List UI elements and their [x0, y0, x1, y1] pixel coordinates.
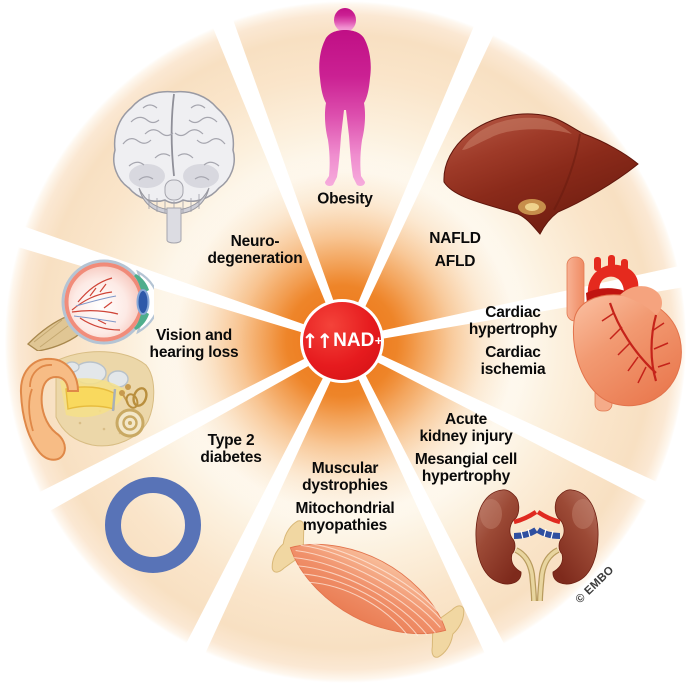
sector-divider	[29, 356, 314, 517]
label-neurodegeneration: Neuro- degeneration	[207, 233, 303, 267]
label-muscle: Muscular dystrophies Mitochondrial myopa…	[295, 460, 395, 534]
sector-divider	[6, 222, 311, 335]
heart-illustration	[566, 255, 682, 412]
label-cardiac: Cardiac hypertrophy Cardiac ischemia	[468, 304, 558, 378]
nad-center-badge: ↑↑NAD+	[300, 299, 384, 383]
kidneys-illustration	[475, 488, 600, 604]
brain-illustration	[113, 90, 235, 244]
label-nafld-afld: NAFLD AFLD	[429, 230, 481, 270]
sector-divider	[356, 15, 499, 309]
nad-label: NAD	[333, 330, 375, 351]
sector-divider	[358, 374, 510, 664]
muscle-illustration	[271, 520, 465, 658]
diabetes-ring-icon	[105, 477, 201, 573]
label-diabetes: Type 2 diabetes	[200, 432, 262, 466]
ear-illustration	[19, 351, 155, 461]
sector-dividers	[6, 9, 689, 664]
label-kidney: Acute kidney injury Mesangial cell hyper…	[414, 411, 518, 485]
label-vision-hearing: Vision and hearing loss	[149, 327, 239, 361]
eye-illustration	[26, 259, 154, 351]
label-obesity: Obesity	[317, 190, 373, 208]
sector-divider	[377, 355, 667, 507]
up-arrows-icon: ↑↑	[301, 329, 333, 353]
sector-divider	[180, 374, 332, 664]
sector-divider	[381, 264, 689, 339]
sector-divider	[208, 9, 336, 308]
liver-illustration	[443, 113, 639, 235]
obese-person-illustration	[319, 8, 371, 186]
